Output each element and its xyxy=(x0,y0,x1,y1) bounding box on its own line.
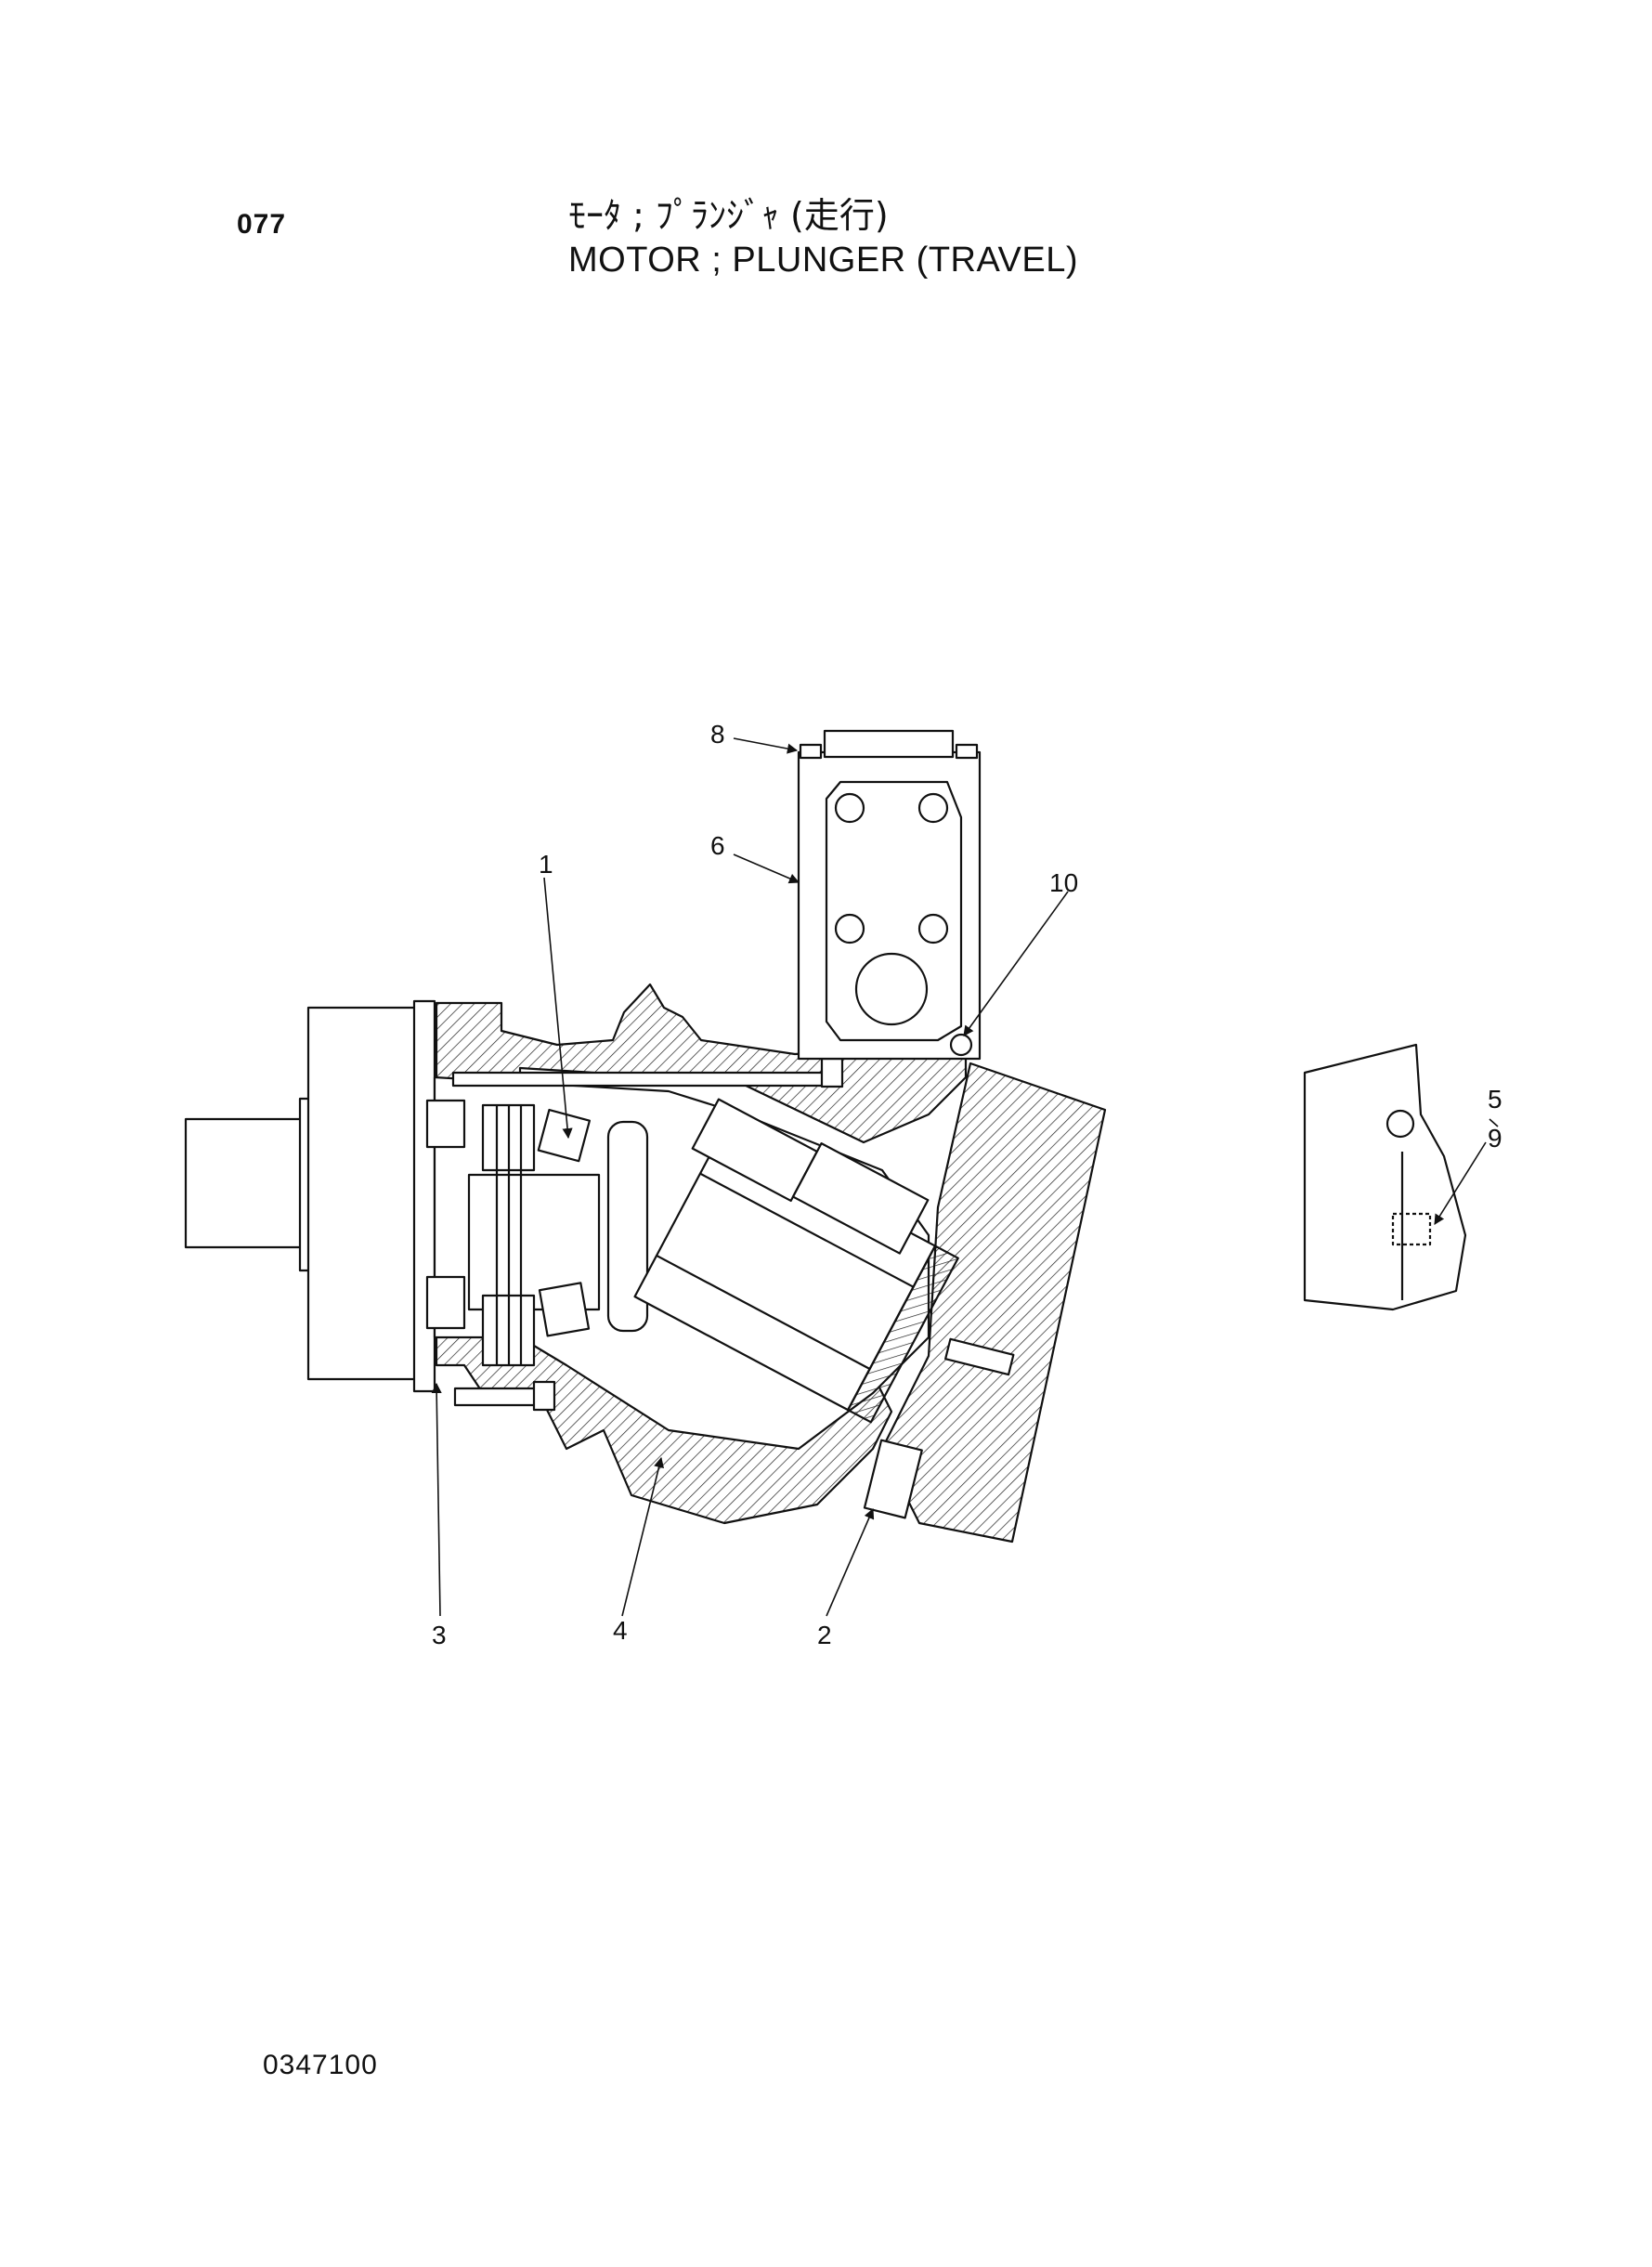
cap-screw-right xyxy=(955,743,979,760)
cover-plate xyxy=(412,999,436,1393)
port-plug xyxy=(863,1439,923,1519)
callout-9: 9 xyxy=(1488,1124,1502,1153)
port-hole-br xyxy=(917,913,949,945)
callout-3: 3 xyxy=(432,1621,447,1649)
valve-plate-outline xyxy=(825,780,963,1042)
port-main xyxy=(854,952,929,1026)
bolt-head xyxy=(820,1057,844,1088)
callout-4: 4 xyxy=(613,1616,628,1645)
port-hole-bl xyxy=(834,913,865,945)
port-hole-tr xyxy=(917,792,949,824)
lower-bolt xyxy=(453,1387,545,1407)
detail-pin xyxy=(1385,1109,1415,1139)
callout-10: 10 xyxy=(1049,868,1078,897)
long-bolt xyxy=(451,1071,836,1088)
detail-plug xyxy=(1391,1212,1432,1246)
piston-mid xyxy=(791,1142,930,1255)
callout-6: 6 xyxy=(710,831,725,860)
side-pin xyxy=(944,1337,1015,1376)
callout-5: 5 xyxy=(1488,1085,1502,1114)
seal-lower xyxy=(425,1275,466,1330)
piston-retainer-lower xyxy=(538,1282,591,1337)
seal-upper xyxy=(425,1099,466,1149)
title-japanese: ﾓｰﾀ ; ﾌﾟﾗﾝｼﾞｬ (走行) xyxy=(568,195,889,236)
o-ring-10 xyxy=(949,1033,973,1057)
title-block: ﾓｰﾀ ; ﾌﾟﾗﾝｼﾞｬ (走行) MOTOR ; PLUNGER (TRAV… xyxy=(568,193,1078,282)
drive-disc xyxy=(606,1120,649,1333)
title-english: MOTOR ; PLUNGER (TRAVEL) xyxy=(568,241,1078,280)
document-code: 0347100 xyxy=(263,2050,378,2080)
callout-8: 8 xyxy=(710,720,725,749)
valve-body xyxy=(797,750,982,1061)
mounting-flange xyxy=(306,1006,417,1381)
valve-cap xyxy=(823,729,955,759)
port-hole-tl xyxy=(834,792,865,824)
detail-view xyxy=(1303,1043,1467,1311)
lower-bolt-head xyxy=(532,1380,556,1412)
page-number: 077 xyxy=(237,209,287,240)
output-shaft xyxy=(184,1117,306,1249)
cap-screw-left xyxy=(799,743,823,760)
callout-1: 1 xyxy=(539,850,553,879)
callout-2: 2 xyxy=(817,1621,832,1649)
